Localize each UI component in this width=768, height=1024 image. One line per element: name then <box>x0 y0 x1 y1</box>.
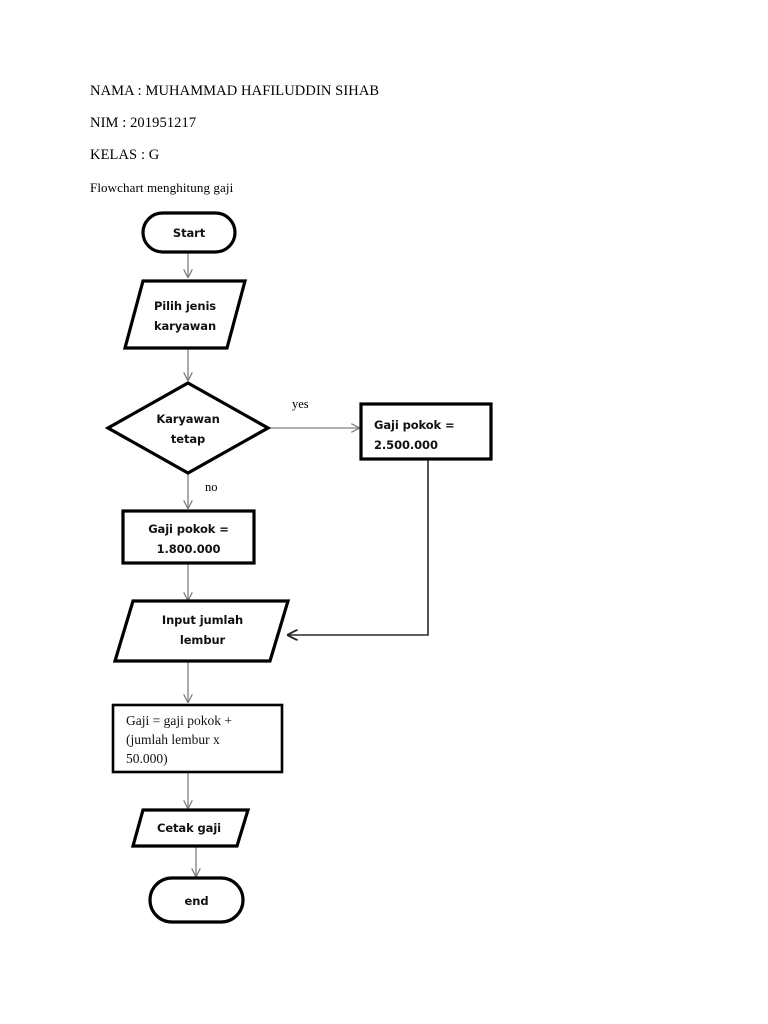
node-cetak-shape[interactable] <box>130 808 251 848</box>
node-karyawan-shape[interactable] <box>104 381 272 475</box>
node-start-shape[interactable] <box>141 211 237 254</box>
node-pilih-shape[interactable] <box>122 279 248 350</box>
document-header: NAMA : MUHAMMAD HAFILUDDIN SIHAB NIM : 2… <box>90 83 650 195</box>
edge-gaji-tetap-to-lembur <box>288 459 429 635</box>
node-rumus-shape[interactable] <box>111 703 284 774</box>
flowchart-subtitle: Flowchart menghitung gaji <box>90 179 234 195</box>
header-line-nim: NIM : 201951217 <box>90 115 197 132</box>
node-gaji-tidak-shape[interactable] <box>121 509 256 565</box>
node-gaji-tetap-shape[interactable] <box>359 402 493 461</box>
node-end-shape[interactable] <box>148 876 245 924</box>
header-line-kelas: KELAS : G <box>90 147 160 164</box>
node-lembur-shape[interactable] <box>112 599 291 663</box>
header-line-nama: NAMA : MUHAMMAD HAFILUDDIN SIHAB <box>90 83 380 99</box>
